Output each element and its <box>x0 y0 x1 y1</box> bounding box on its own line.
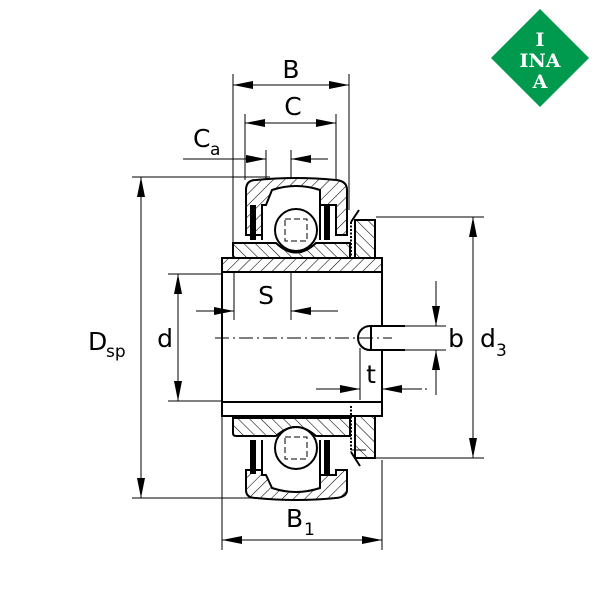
label-t: t <box>366 360 376 389</box>
ball-center-mark-upper <box>284 218 308 242</box>
ball-upper <box>274 208 318 252</box>
label-d3: d 3 <box>480 324 507 361</box>
seal-left-lower <box>250 440 256 474</box>
sleeve-bottom-section <box>221 401 383 417</box>
ball-center-mark-lower <box>284 436 308 460</box>
lower-bearing-section <box>232 406 376 501</box>
svg-text:sp: sp <box>106 342 126 362</box>
svg-text:B: B <box>286 504 303 533</box>
upper-bearing-section <box>232 177 376 266</box>
locking-collar-upper <box>354 219 376 261</box>
inner-sleeve <box>221 257 405 417</box>
svg-text:a: a <box>210 140 220 160</box>
logo-letter-i1: I <box>536 29 545 51</box>
sleeve-top-section <box>221 257 383 273</box>
dimension-lines <box>137 81 477 544</box>
label-C: C <box>284 92 301 121</box>
svg-text:d: d <box>480 324 496 353</box>
ball-lower <box>274 426 318 470</box>
svg-text:3: 3 <box>496 341 507 361</box>
svg-text:C: C <box>193 124 210 153</box>
ina-logo: I INA A <box>491 9 589 107</box>
logo-diamond <box>491 9 589 107</box>
label-b: b <box>448 324 464 353</box>
outer-ring-lower <box>245 469 348 501</box>
label-Ca: C a <box>193 124 220 160</box>
label-Dsp: D sp <box>88 327 126 362</box>
svg-text:D: D <box>88 327 107 356</box>
logo-letter-a: A <box>532 71 548 93</box>
label-B: B <box>282 55 299 84</box>
svg-text:1: 1 <box>304 520 315 540</box>
label-B1: B 1 <box>286 504 315 540</box>
locking-collar-lower <box>354 415 376 459</box>
outer-ring-upper <box>245 177 348 236</box>
logo-letters-ina: INA <box>519 50 560 72</box>
label-d: d <box>157 324 173 353</box>
dimension-labels: B C C a S D sp d b d 3 t B 1 <box>88 55 507 540</box>
grub-screw <box>357 325 405 351</box>
extension-lines <box>132 74 484 550</box>
seal-left-upper <box>250 205 256 240</box>
seal-right-upper <box>324 205 330 240</box>
label-S: S <box>258 281 274 310</box>
seal-right-lower <box>324 440 330 474</box>
